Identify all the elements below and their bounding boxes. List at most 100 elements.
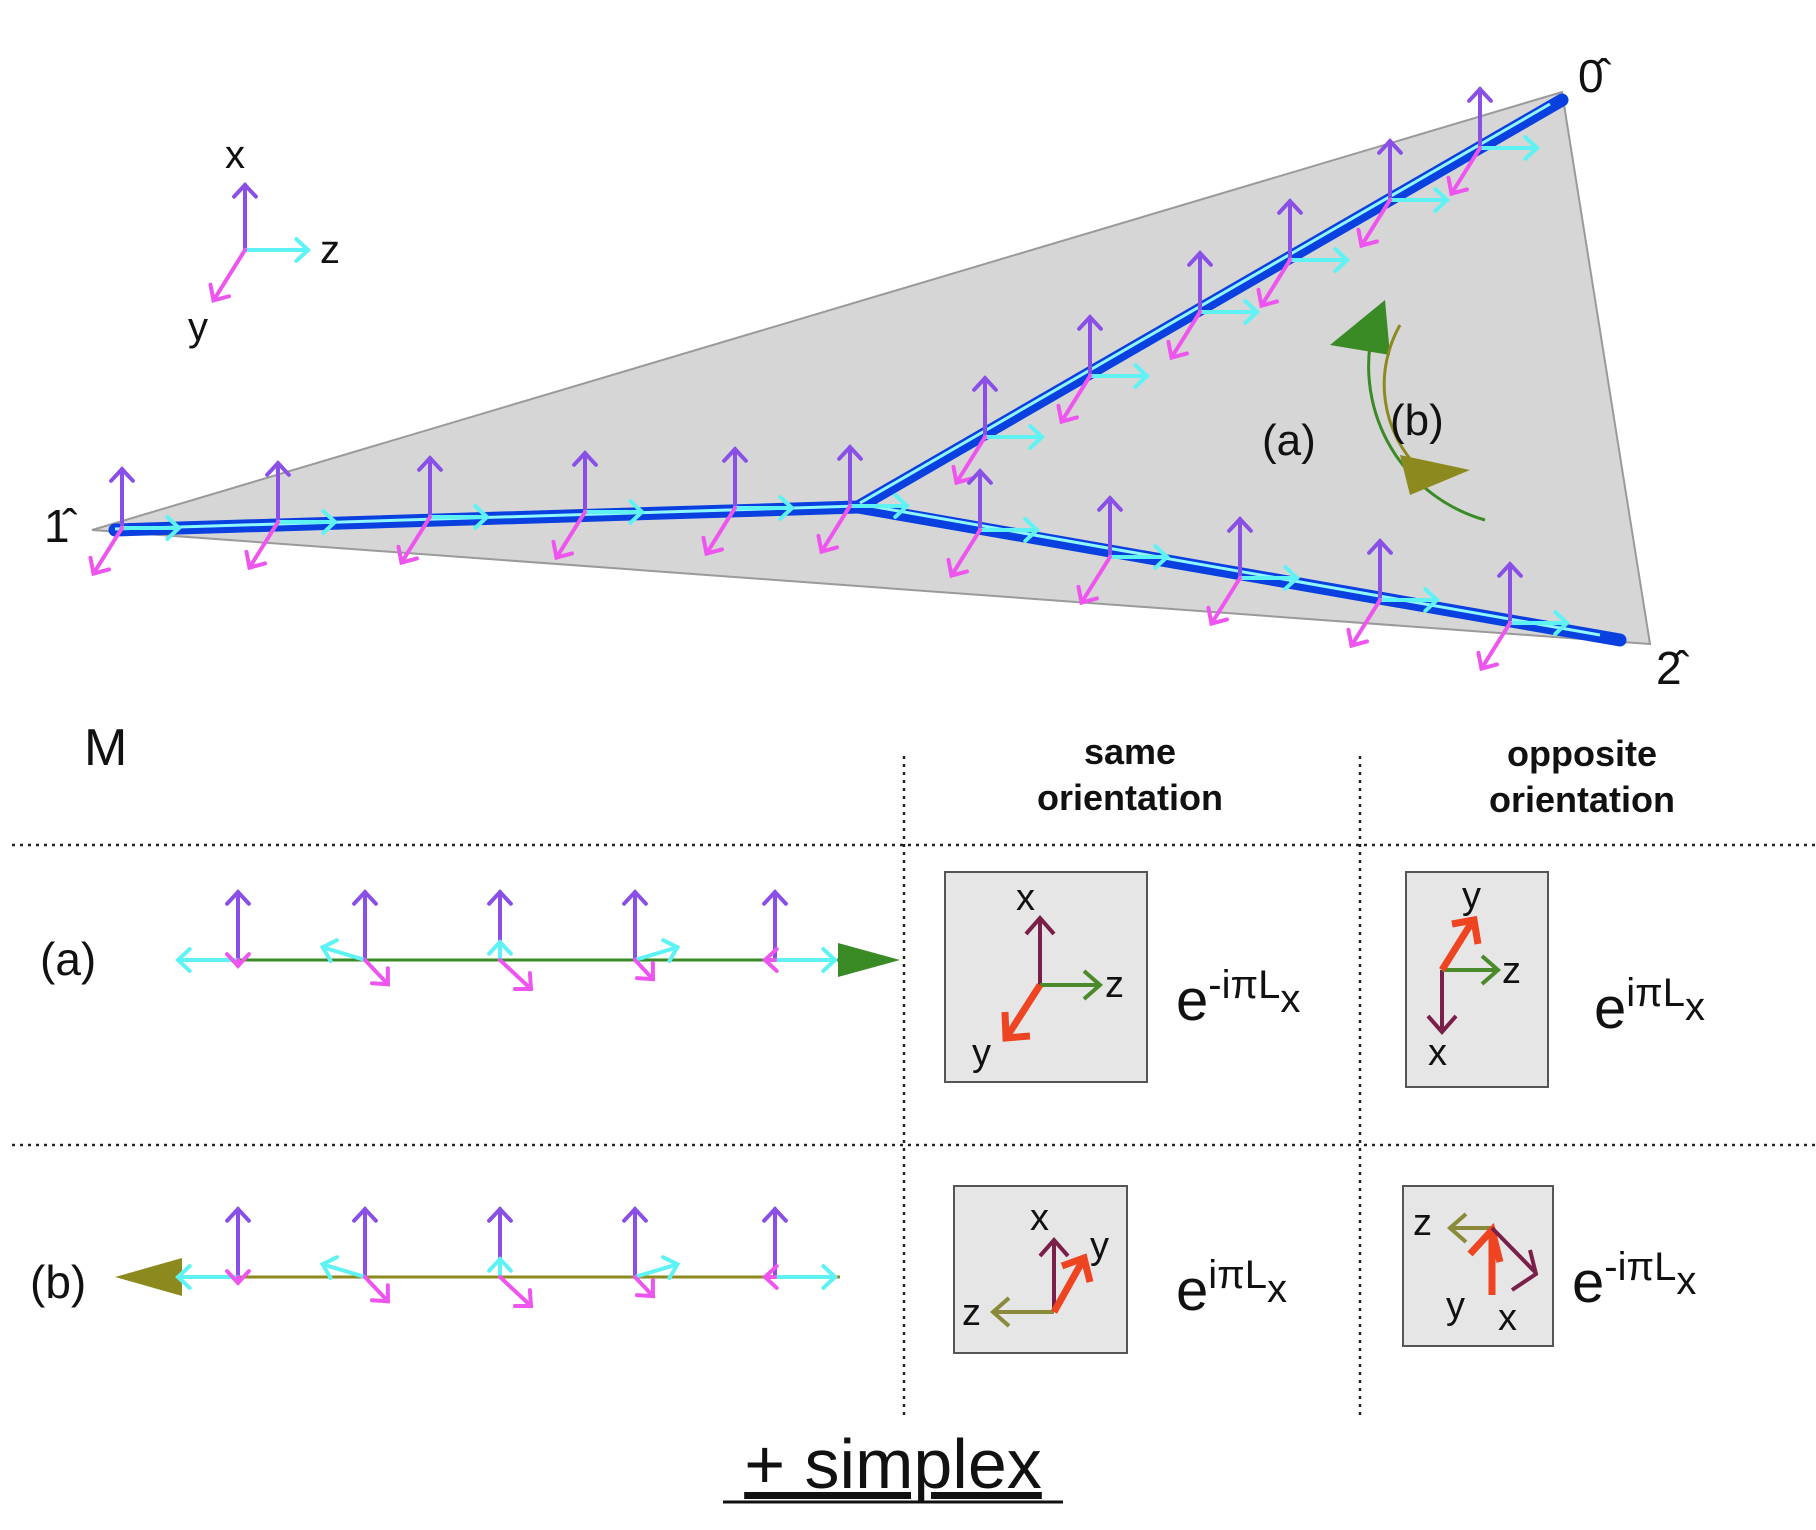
strip-a-frame-1-y-arrow-head xyxy=(369,966,390,987)
strip-b-frame-0-z-arrow-head xyxy=(175,1264,192,1290)
trunk-frame-2-y-arrow xyxy=(399,515,432,565)
box-a-same-bg xyxy=(944,871,1148,1083)
box-b-opp-x-label: x xyxy=(1498,1297,1517,1339)
strip-b-frame-4-y-arrow-head xyxy=(762,1264,779,1290)
box-b-same: x y z xyxy=(953,1185,1128,1354)
strip-b-frame-4-z-arrow-head xyxy=(821,1264,838,1290)
lower-frame-3 xyxy=(1346,538,1440,649)
strip-a-frames xyxy=(175,889,838,992)
rotation-label-b: (b) xyxy=(1390,396,1444,445)
trunk-frame-0-y-arrow-head xyxy=(88,555,111,577)
lower-frame-2-z-arrow-head xyxy=(1283,565,1300,591)
trunk-frame-0 xyxy=(88,466,182,577)
strip-b-frame-1-x-arrow-head xyxy=(352,1206,378,1223)
strip-a-frame-0-z-arrow-head xyxy=(175,947,192,973)
upper-frame-3-x-arrow-head xyxy=(1277,198,1303,215)
trunk-frame-1-x-arrow-head xyxy=(265,460,291,477)
lower-frame-4 xyxy=(1476,561,1570,672)
strip-b-frame-3-z-arrow xyxy=(633,1262,680,1279)
strip-a-frame-4-y-arrow-head xyxy=(762,947,779,973)
upper-frame-0-z-arrow-head xyxy=(1028,424,1045,450)
upper-frame-1-y-arrow xyxy=(1059,374,1092,424)
strip-b-frame-1-z-arrow-head xyxy=(319,1255,339,1281)
trunk-frame-4-y-arrow xyxy=(704,506,737,556)
strip-a-frame-2 xyxy=(487,889,534,992)
simplex-triangle xyxy=(91,90,1652,646)
strip-a-frame-3 xyxy=(622,889,681,982)
strip-a-frame-3-y-arrow-head xyxy=(634,961,655,982)
upper-frame-2-z-arrow-head xyxy=(1243,299,1260,325)
strip-b-frame-1-z-arrow xyxy=(320,1262,367,1279)
strip-a-frame-2-y-arrow-head xyxy=(513,971,534,992)
strip-a-frame-4-z-arrow-head xyxy=(821,947,838,973)
upper-frame-5-y-arrow xyxy=(1449,146,1482,196)
row-label-b: (b) xyxy=(30,1256,86,1308)
trunk-frame-5-y-arrow-head xyxy=(816,533,839,555)
box-b-same-x-label: x xyxy=(1030,1197,1049,1239)
trunk-frame-5-z-arrow-head xyxy=(893,493,910,519)
operator-a-opp-sup: iπL xyxy=(1626,971,1685,1015)
strip-a-frame-0-y-arrow-head xyxy=(225,952,251,969)
upper-frame-2-y-arrow xyxy=(1169,310,1202,360)
box-b-same-z-label: z xyxy=(962,1292,981,1334)
operator-a-opposite: eiπLx xyxy=(1594,971,1705,1041)
operator-b-opp-base: e xyxy=(1572,1250,1604,1315)
box-b-same-z-head xyxy=(989,1296,1011,1328)
trunk-frame-3 xyxy=(551,450,645,561)
legend-frame xyxy=(208,181,311,303)
box-b-same-y-head xyxy=(1060,1253,1094,1283)
strip-a-frame-3-y-arrow xyxy=(633,958,655,982)
strip-a-frame-0 xyxy=(175,889,251,973)
path-branch-lower-highlight xyxy=(869,504,1601,637)
strip-b-frame-2 xyxy=(487,1206,534,1309)
lower-frame-4-x-arrow-head xyxy=(1497,561,1523,578)
operator-b-same-base: e xyxy=(1176,1258,1208,1323)
box-a-opp-bg xyxy=(1405,871,1549,1088)
box-a-same-y-label: y xyxy=(972,1032,991,1074)
trunk-frame-4 xyxy=(701,446,795,557)
path-branch-upper xyxy=(851,93,1569,514)
strip-a-frame-4 xyxy=(762,889,838,973)
upper-frame-2 xyxy=(1166,250,1260,361)
upper-frame-3 xyxy=(1256,198,1350,309)
upper-frame-2-y-arrow-head xyxy=(1166,339,1189,361)
upper-frame-0-y-arrow-head xyxy=(951,464,974,486)
trunk-frame-4-x-arrow-head xyxy=(722,446,748,463)
strip-b-frame-1-y-arrow xyxy=(363,1275,390,1304)
strip-b-frame-3-y-arrow-head xyxy=(634,1278,655,1299)
strip-a-frame-3-z-arrow xyxy=(633,945,680,962)
box-a-opp-y-head xyxy=(1451,915,1482,945)
upper-frame-0-x-arrow-head xyxy=(972,375,998,392)
operator-b-opp-sub: x xyxy=(1676,1259,1696,1303)
strip-b-frame-2-x-arrow-head xyxy=(487,1206,513,1223)
legend-frame-y-arrow-head xyxy=(208,282,231,303)
strip-a-frame-3-x-arrow-head xyxy=(622,889,648,906)
upper-frame-3-y-arrow xyxy=(1259,258,1292,308)
operator-a-same-base: e xyxy=(1176,968,1208,1033)
trunk-frame-0-z-arrow-head xyxy=(165,515,182,541)
strip-a-frame-4-x-arrow-head xyxy=(762,889,788,906)
trunk-frame-3-y-arrow-head xyxy=(551,539,574,561)
strip-a-frame-1-z-arrow xyxy=(320,945,367,962)
m-label: M xyxy=(84,719,127,777)
lower-frame-2-y-arrow-head xyxy=(1206,605,1229,627)
vertex-label-0: 0̂ xyxy=(1578,50,1612,102)
box-a-same-x-head xyxy=(1024,914,1056,936)
rotation-indicators: (a) (b) xyxy=(1262,300,1486,522)
box-b-same-y-label: y xyxy=(1090,1225,1109,1267)
upper-frame-0 xyxy=(951,375,1045,486)
lower-frame-1-y-arrow-head xyxy=(1076,584,1099,606)
box-a-same-y-arrow xyxy=(1005,983,1043,1037)
header-opposite-line1: opposite xyxy=(1507,733,1657,774)
box-a-opp-y-arrow xyxy=(1439,920,1475,972)
box-b-opp-z-label: z xyxy=(1413,1202,1432,1244)
rotation-arrowhead-a xyxy=(1330,300,1390,355)
lower-frame-2-x-arrow-head xyxy=(1227,516,1253,533)
simplex-panel: 0̂ 1̂ 2̂ x z y (a) (b) xyxy=(44,50,1690,694)
axis-legend: x z y xyxy=(188,133,340,349)
trunk-frame-2-y-arrow-head xyxy=(396,544,419,566)
lower-frame-0-x-arrow-head xyxy=(967,468,993,485)
lower-frame-3-z-arrow-head xyxy=(1423,587,1440,613)
trunk-frame-1-y-arrow xyxy=(247,520,280,570)
lower-frame-0-y-arrow-head xyxy=(946,557,969,579)
